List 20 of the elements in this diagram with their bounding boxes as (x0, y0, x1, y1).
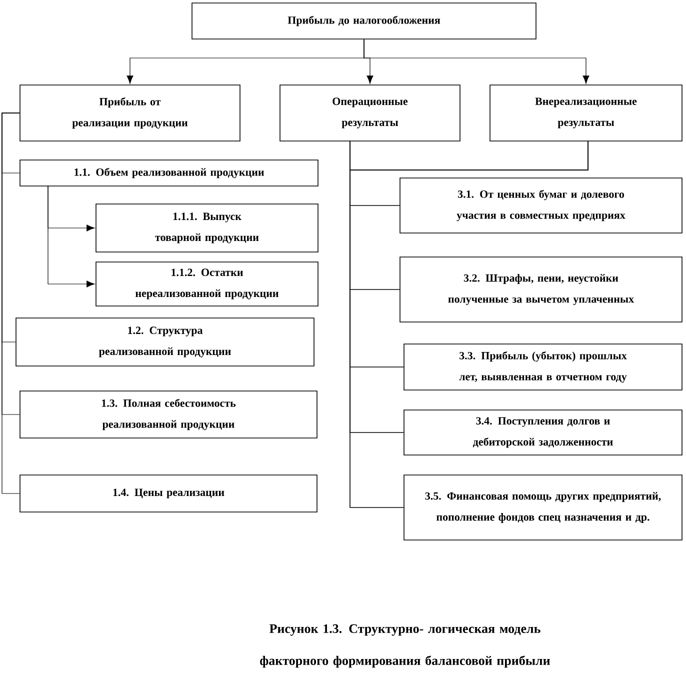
text-box: Операционные результаты (280, 84, 460, 142)
text-box: 3.2. Штрафы, пени, неустойки полученные за вычетом уплаченных (400, 256, 682, 322)
text-box: 3.4. Поступления долгов и дебиторской задолженности (404, 410, 682, 456)
text-box: 1.1. Объем реализованной продукции (20, 160, 318, 186)
text-box: 1.4. Цены реализации (20, 474, 318, 512)
connector (2, 112, 20, 494)
text-box: 1.1.1. Выпуск товарной продукции (96, 204, 318, 252)
text-box: Прибыль до налогообложения (192, 2, 536, 40)
text-box: 1.2. Структура реализованной продукции (16, 318, 314, 366)
connector (48, 186, 95, 288)
text-box: Прибыль от реализации продукции (20, 84, 240, 142)
caption: Рисунок 1.3. Структурно- логическая модель факторного формирования балансовой прибыли (260, 624, 550, 668)
text-box: 1.1.2. Остатки нереализованной продукции (96, 262, 318, 306)
text-box: Внереализационные результаты (490, 84, 682, 142)
text-box: 1.3. Полная себестоимость реализованной продукции (20, 390, 318, 438)
connector (350, 140, 588, 508)
connector (364, 39, 590, 84)
text-box: 3.5. Финансовая помощь других предприятий, пополнение фондов спец назначения и др. (404, 474, 682, 540)
text-box: 3.3. Прибыль (убыток) прошлых лет, выявленная в отчетном году (404, 344, 682, 390)
text-box: 3.1. От ценных бумаг и долевого участия в совместных предприях (400, 178, 682, 234)
